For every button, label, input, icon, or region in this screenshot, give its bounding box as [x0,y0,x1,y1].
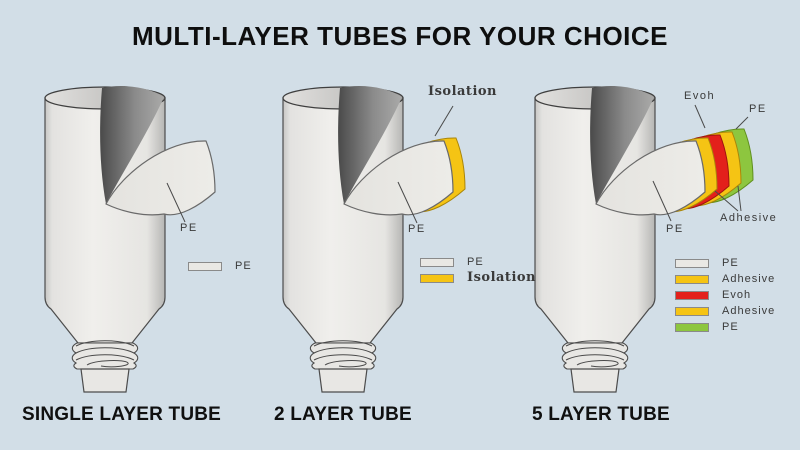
tube3-outer-pe-callout: PE [749,103,767,115]
tube2-pe-callout: PE [408,223,426,235]
pe-swatch [420,258,454,267]
pe-pointer-line [397,181,418,224]
legend-row: Adhesive [675,306,775,317]
legend-label: Adhesive [722,305,776,317]
legend-row: PE [420,257,536,268]
five-layer-tube-illustration [534,86,754,393]
legend-label: PE [235,260,252,272]
pe-pointer-line [166,182,186,223]
tube1-caption: SINGLE LAYER TUBE [22,404,222,425]
pe-pointer-line [652,180,672,222]
isolation-pointer-line [434,105,454,137]
tube-body-shape [534,86,754,393]
tube2-isolation-callout: Isolation [428,84,497,99]
legend-label: Isolation [467,270,536,285]
tube-body-shape [44,86,216,393]
tube3-pe-callout: PE [666,223,684,235]
legend-label: Evoh [722,289,752,301]
isolation-swatch [420,273,454,283]
outer-pe-swatch [675,323,709,332]
adhesive-swatch [675,275,709,284]
adhesive-pointer-lines [714,185,742,212]
legend-label: PE [722,321,739,333]
legend-row: Isolation [420,271,536,285]
two-layer-tube-illustration [282,86,466,393]
outer-pe-pointer-line [735,116,749,130]
neck-threads-shape [71,342,139,370]
pe-layer-flap [343,140,454,216]
legend-row: Adhesive [675,274,775,285]
legend-label: PE [722,257,739,269]
legend-row: PE [188,261,252,272]
legend-row: PE [675,258,775,269]
evoh-swatch [675,291,709,300]
pe-swatch [675,259,709,268]
tube3-caption: 5 LAYER TUBE [532,404,670,425]
single-layer-tube-illustration [44,86,216,393]
two-layer-legend: PE Isolation [420,257,536,285]
tube2-caption: 2 LAYER TUBE [274,404,412,425]
tube3-adhesive-callout: Adhesive [720,212,778,224]
single-layer-legend: PE [188,261,252,272]
tube3-evoh-callout: Evoh [684,90,716,102]
tube1-pe-callout: PE [180,222,198,234]
legend-label: Adhesive [722,273,776,285]
adhesive-swatch [675,307,709,316]
neck-tip-shape [80,368,130,393]
pe-layer-flap [595,140,706,216]
peel-shadow-wedge [100,86,164,204]
legend-row: PE [675,322,775,333]
evoh-pointer-line [694,104,706,129]
pe-layer-flap [105,140,216,216]
page-title: MULTI-LAYER TUBES FOR YOUR CHOICE [131,21,669,51]
five-layer-legend: PE Adhesive Evoh Adhesive PE [675,258,775,333]
pe-swatch [188,262,222,271]
legend-row: Evoh [675,290,775,301]
tube-body-shape [282,86,466,393]
legend-label: PE [467,256,484,268]
